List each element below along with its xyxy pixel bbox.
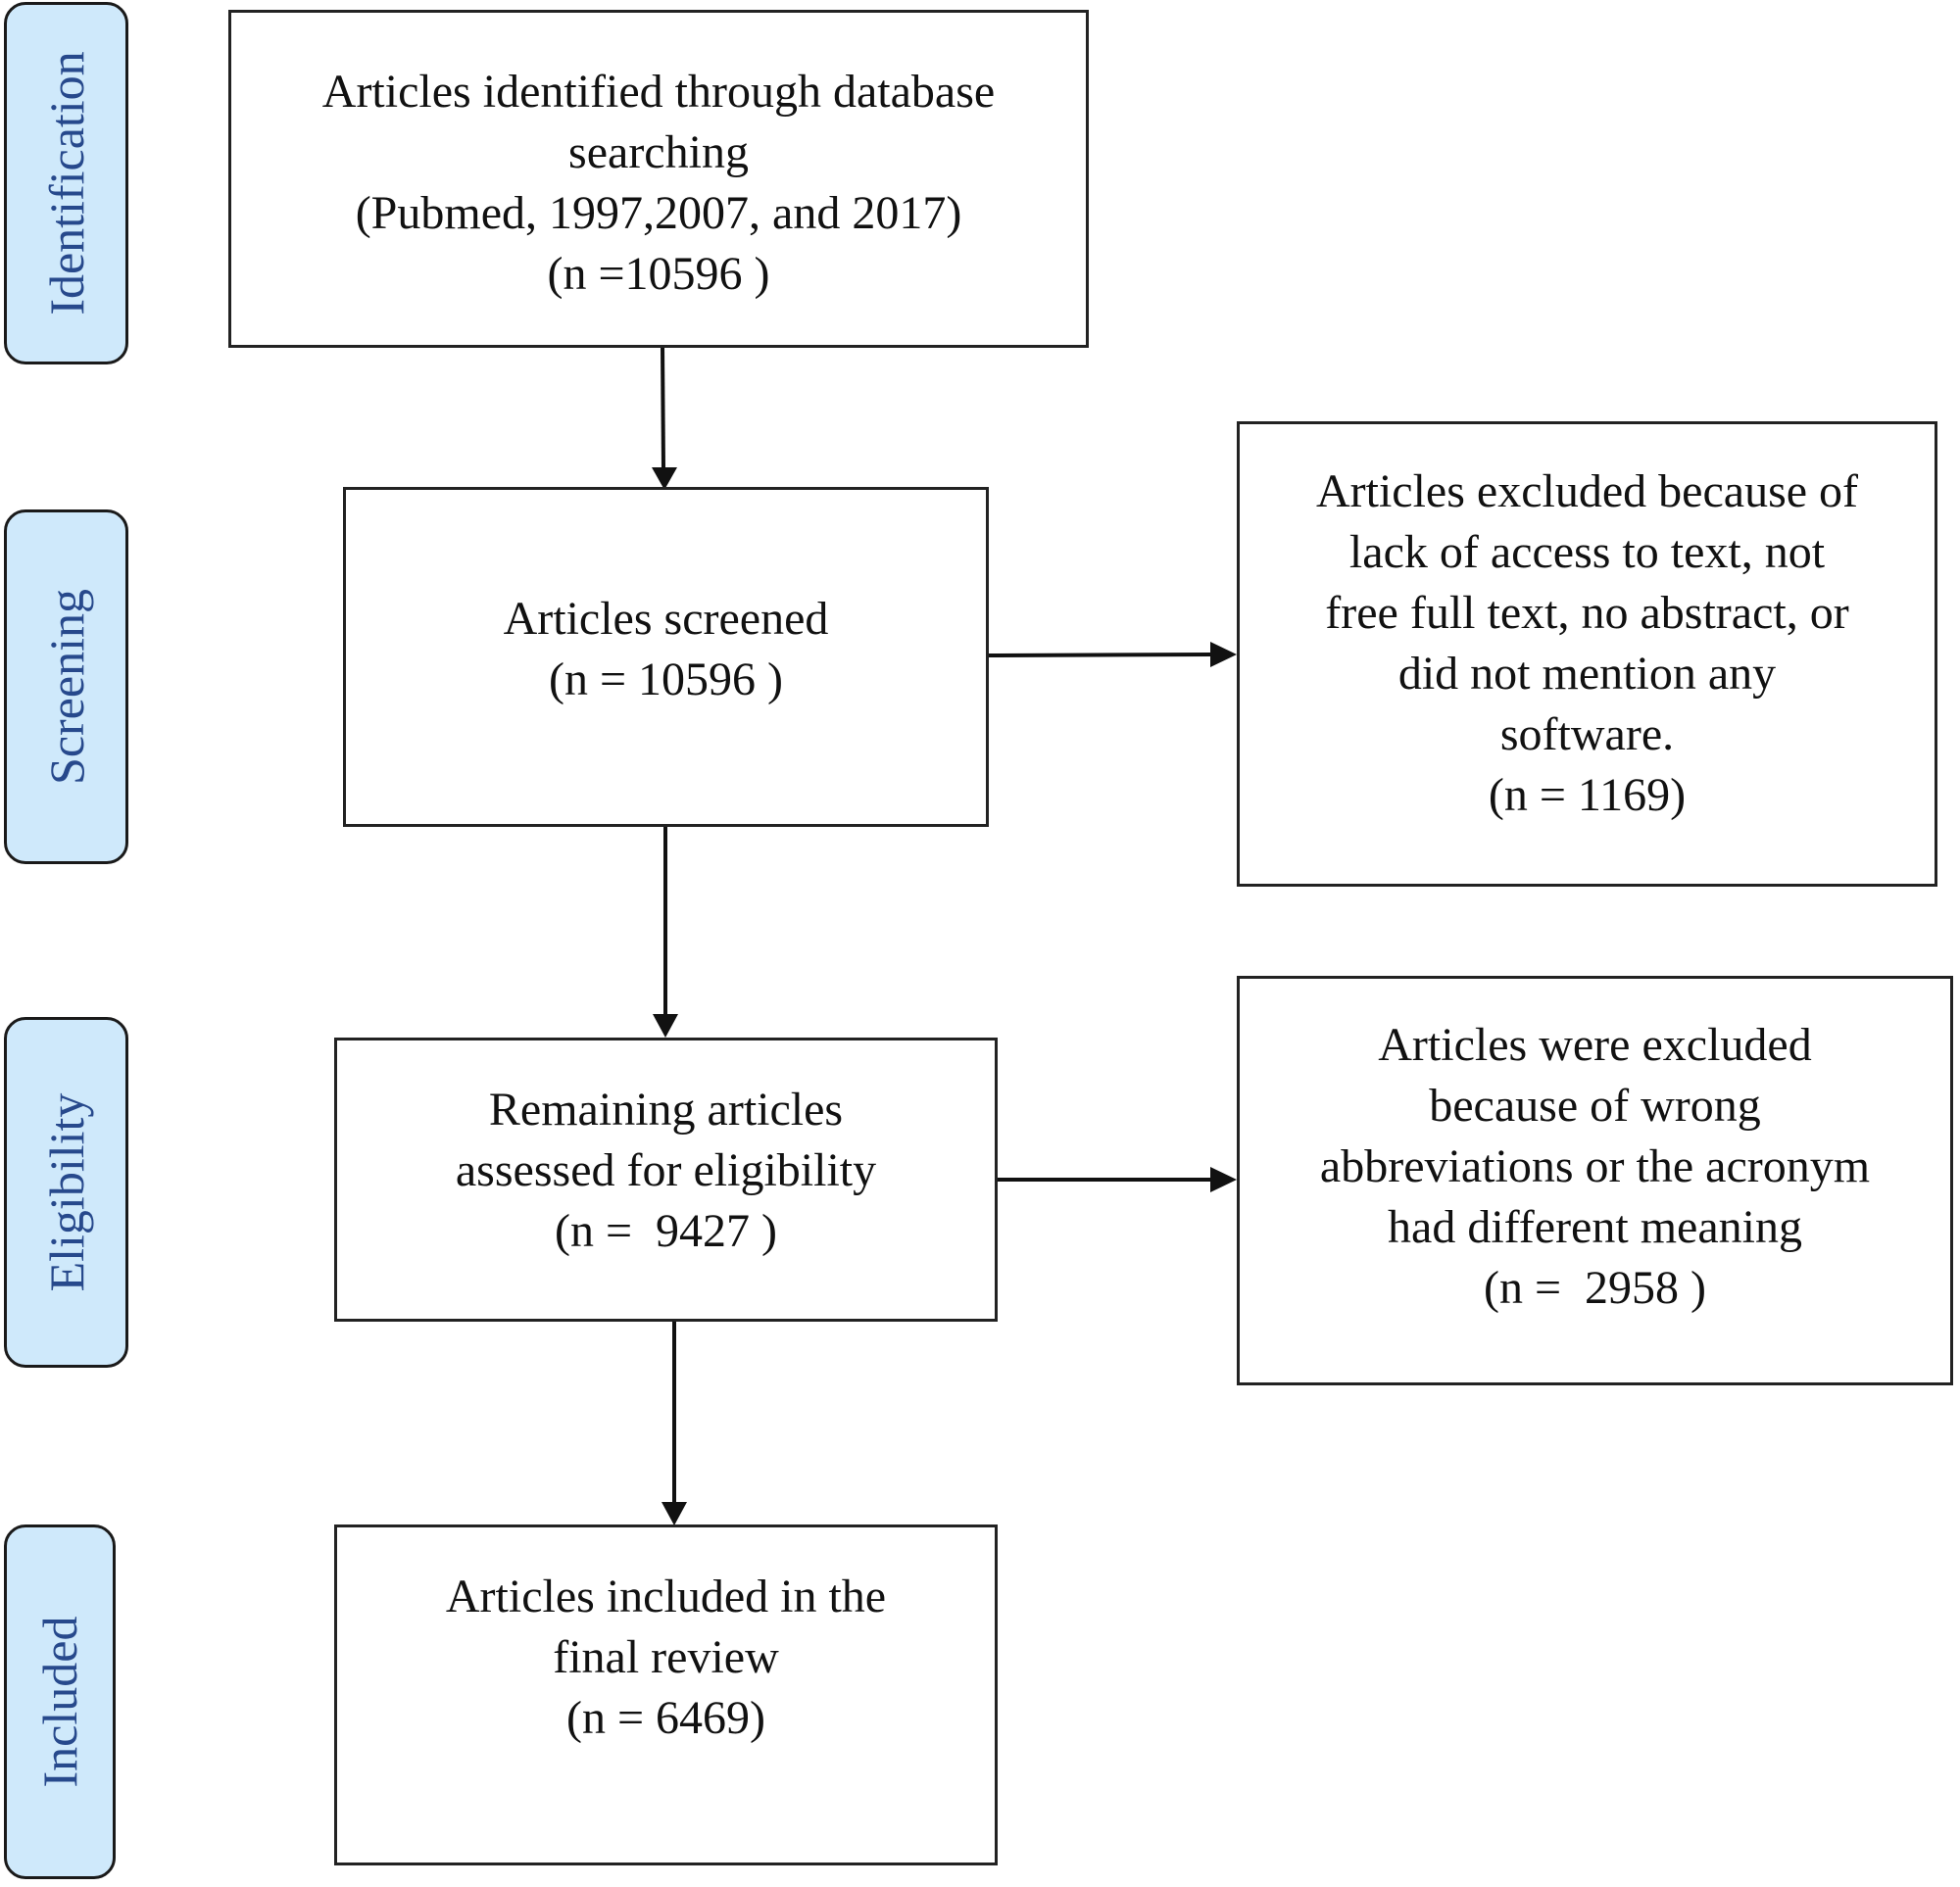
stage-label-eligibility: Eligibility: [4, 1017, 128, 1368]
box-articles-identified: Articles identified through database sea…: [228, 10, 1089, 348]
connector-screened-to-excluded: [986, 653, 1212, 657]
box-text-line: Articles excluded because of: [1315, 465, 1859, 517]
box-count: (n = 6469): [565, 1692, 766, 1744]
box-text-line: abbreviations or the acronym: [1319, 1140, 1871, 1192]
box-text-line: (Pubmed, 1997,2007, and 2017): [355, 187, 962, 239]
stage-label-text: Identification: [38, 51, 94, 315]
box-text-line: because of wrong: [1429, 1080, 1761, 1132]
stage-label-screening: Screening: [4, 509, 128, 864]
arrowhead-eligibility-to-included: [662, 1502, 687, 1525]
box-count: (n = 9427 ): [554, 1205, 778, 1257]
box-articles-screened: Articles screened (n = 10596 ): [343, 487, 989, 827]
stage-label-included: Included: [4, 1524, 116, 1879]
box-articles-excluded-abbreviations: Articles were excluded because of wrong …: [1237, 976, 1953, 1385]
box-text-line: assessed for eligibility: [455, 1144, 877, 1196]
arrowhead-identified-to-screened: [652, 467, 677, 490]
stage-label-text: Screening: [38, 589, 94, 785]
box-count: (n = 10596 ): [548, 653, 784, 705]
box-count: (n = 1169): [1488, 769, 1687, 821]
box-text-line: Articles identified through database: [321, 66, 996, 118]
box-text-line: Remaining articles: [488, 1084, 844, 1136]
box-text-line: software.: [1499, 708, 1675, 760]
box-text-line: searching: [568, 126, 749, 178]
stage-label-identification: Identification: [4, 2, 128, 364]
box-text-line: did not mention any: [1397, 648, 1777, 700]
connector-identified-to-screened: [661, 345, 665, 469]
box-text-line: lack of access to text, not: [1348, 526, 1826, 578]
box-text-line: Articles screened: [503, 593, 829, 645]
stage-label-text: Eligibility: [38, 1092, 94, 1292]
arrowhead-eligibility-to-excluded: [1210, 1167, 1237, 1192]
box-count: (n =10596 ): [547, 248, 770, 300]
arrowhead-screened-to-eligibility: [653, 1014, 678, 1038]
arrowhead-screened-to-excluded: [1210, 642, 1237, 667]
box-text-line: Articles included in the: [445, 1571, 887, 1622]
stage-label-text: Included: [32, 1616, 87, 1788]
box-text-line: free full text, no abstract, or: [1325, 587, 1849, 639]
box-count: (n = 2958 ): [1483, 1262, 1707, 1314]
box-text-line: had different meaning: [1388, 1201, 1802, 1253]
box-text-line: final review: [553, 1631, 779, 1683]
box-text-line: Articles were excluded: [1378, 1019, 1812, 1071]
box-articles-included: Articles included in the final review (n…: [334, 1524, 998, 1865]
box-articles-excluded-access: Articles excluded because of lack of acc…: [1237, 421, 1937, 887]
box-eligibility-assessment: Remaining articles assessed for eligibil…: [334, 1038, 998, 1322]
